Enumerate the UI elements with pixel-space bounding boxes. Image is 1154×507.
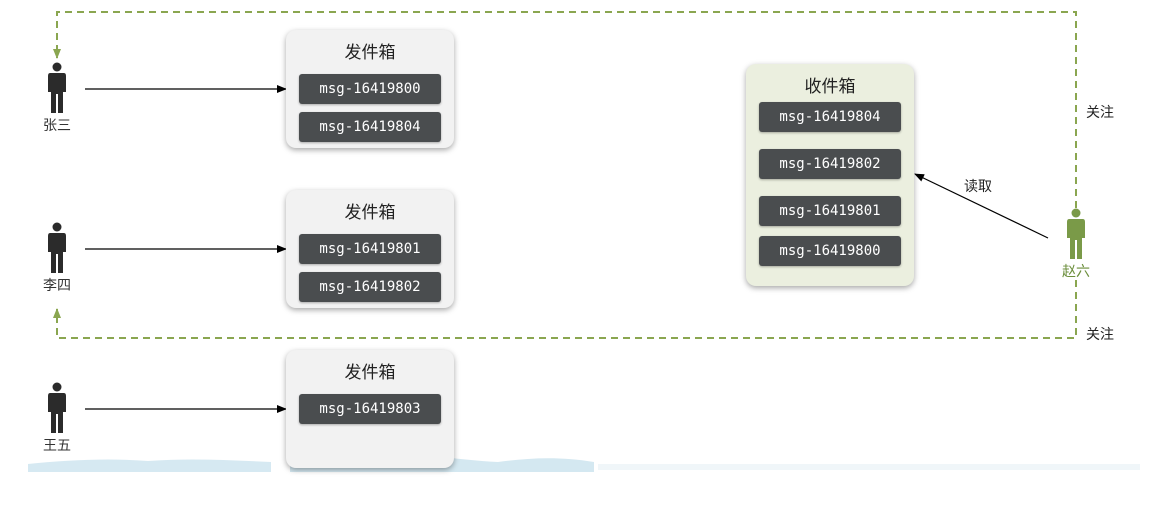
message-chip[interactable]: msg-16419803 bbox=[299, 394, 441, 424]
message-chip[interactable]: msg-16419802 bbox=[759, 149, 901, 179]
inbox-zhaoliu: 收件箱 msg-16419804 msg-16419802 msg-164198… bbox=[746, 64, 914, 286]
person-icon bbox=[48, 222, 66, 273]
follow-path-bottom bbox=[53, 280, 1077, 339]
outbox-wangwu: 发件箱 msg-16419803 bbox=[286, 350, 454, 468]
outbox-title: 发件箱 bbox=[344, 363, 396, 383]
person-wangwu: 王五 bbox=[37, 382, 77, 455]
message-chip[interactable]: msg-16419804 bbox=[299, 112, 441, 142]
person-name: 李四 bbox=[43, 278, 71, 294]
inbox-title: 收件箱 bbox=[804, 77, 856, 97]
message-chip[interactable]: msg-16419800 bbox=[759, 236, 901, 266]
message-chip[interactable]: msg-16419804 bbox=[759, 102, 901, 132]
message-chip[interactable]: msg-16419801 bbox=[759, 196, 901, 226]
person-name: 张三 bbox=[43, 118, 71, 134]
follow-path-top bbox=[53, 11, 1077, 208]
person-name: 赵六 bbox=[1062, 264, 1090, 280]
read-arrow bbox=[914, 173, 1049, 239]
person-lisi: 李四 bbox=[37, 222, 77, 295]
person-zhangsan: 张三 bbox=[37, 62, 77, 135]
message-chip[interactable]: msg-16419800 bbox=[299, 74, 441, 104]
person-icon bbox=[48, 62, 66, 113]
follow-label-bottom: 关注 bbox=[1086, 327, 1114, 343]
outbox-lisi: 发件箱 msg-16419801 msg-16419802 bbox=[286, 190, 454, 308]
person-icon bbox=[1067, 208, 1085, 259]
person-zhaoliu: 赵六 bbox=[1056, 208, 1096, 281]
outbox-zhangsan: 发件箱 msg-16419800 msg-16419804 bbox=[286, 30, 454, 148]
outbox-title: 发件箱 bbox=[344, 43, 396, 63]
read-label: 读取 bbox=[964, 179, 992, 195]
outbox-title: 发件箱 bbox=[344, 203, 396, 223]
person-icon bbox=[48, 382, 66, 433]
person-name: 王五 bbox=[43, 438, 71, 454]
follow-label-top: 关注 bbox=[1086, 105, 1114, 121]
cloud-decoration bbox=[28, 448, 1140, 472]
message-chip[interactable]: msg-16419802 bbox=[299, 272, 441, 302]
message-chip[interactable]: msg-16419801 bbox=[299, 234, 441, 264]
